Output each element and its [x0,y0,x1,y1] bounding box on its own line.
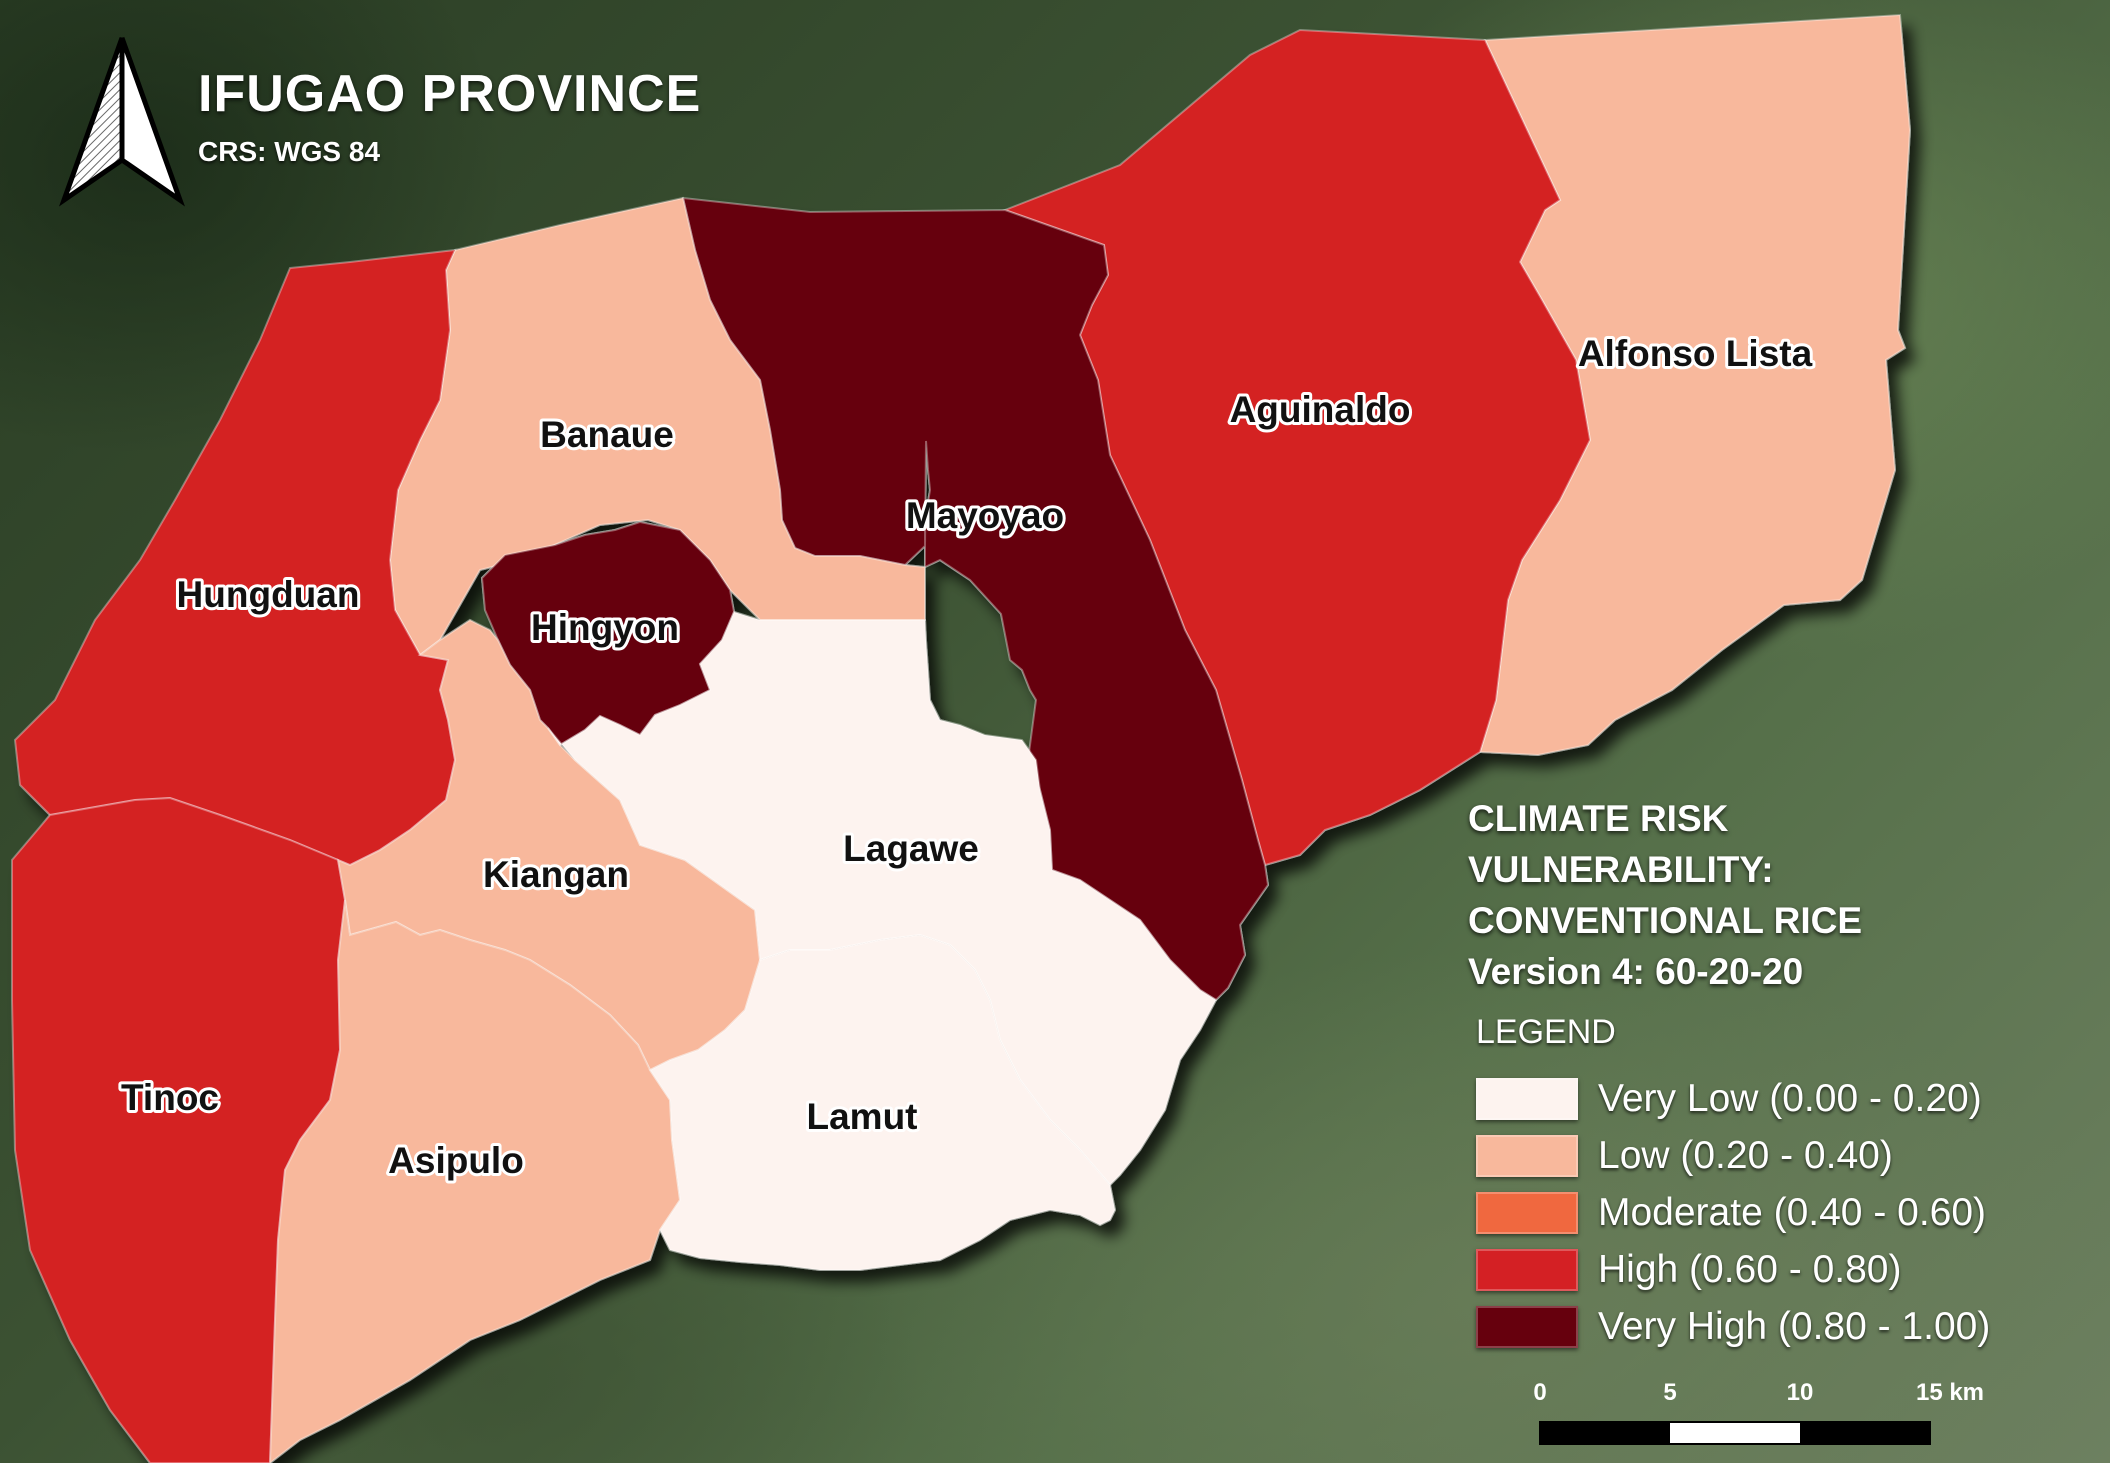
legend-item-very-high: Very High (0.80 - 1.00) [1476,1298,1990,1355]
label-lagawe: Lagawe [843,828,979,869]
thematic-title-line-1: CLIMATE RISK [1468,798,1729,839]
legend-swatch [1476,1248,1578,1291]
legend: Very Low (0.00 - 0.20) Low (0.20 - 0.40)… [1476,1070,1990,1355]
legend-label: Very High (0.80 - 1.00) [1598,1304,1991,1348]
map-title: IFUGAO PROVINCE [198,65,702,123]
scale-tick-label: 0 [1533,1379,1546,1406]
legend-swatch [1476,1191,1578,1234]
legend-label: High (0.60 - 0.80) [1598,1247,1902,1291]
scale-segment [1540,1422,1670,1444]
legend-item-high: High (0.60 - 0.80) [1476,1241,1990,1298]
scale-tick-label: 15 km [1916,1379,1984,1406]
municipality-lamut[interactable] [648,933,1117,1271]
scale-tick-label: 5 [1663,1379,1676,1406]
municipality-hungduan[interactable] [13,248,457,867]
label-kiangan: Kiangan [483,854,629,895]
label-aguinaldo: Aguinaldo [1230,389,1411,430]
legend-swatch [1476,1134,1578,1177]
label-alfonso-lista: Alfonso Lista [1578,333,1813,374]
legend-swatch [1476,1077,1578,1120]
legend-item-moderate: Moderate (0.40 - 0.60) [1476,1184,1990,1241]
north-arrow-icon [59,37,185,207]
municipality-asipulo[interactable] [268,899,682,1463]
legend-item-very-low: Very Low (0.00 - 0.20) [1476,1070,1990,1127]
label-hungduan: Hungduan [177,574,360,615]
legend-swatch [1476,1305,1578,1348]
scale-tick-label: 10 [1787,1379,1814,1406]
scale-segment [1800,1422,1930,1444]
crs-label: CRS: WGS 84 [198,136,381,167]
thematic-title-line-2: VULNERABILITY: [1468,849,1774,890]
label-banaue: Banaue [540,414,674,455]
legend-heading: LEGEND [1476,1013,1616,1051]
thematic-title: CLIMATE RISK VULNERABILITY: CONVENTIONAL… [1468,793,2068,997]
label-lamut: Lamut [807,1096,918,1137]
legend-label: Moderate (0.40 - 0.60) [1598,1190,1987,1234]
municipality-labels: Hungduan Banaue Mayoyao Aguinaldo Alfons… [118,330,1816,1184]
label-asipulo: Asipulo [388,1140,524,1181]
label-mayoyao: Mayoyao [906,495,1064,536]
legend-label: Low (0.20 - 0.40) [1598,1133,1893,1177]
legend-item-low: Low (0.20 - 0.40) [1476,1127,1990,1184]
scale-bar: 0 5 10 15 km [1533,1379,1984,1445]
label-tinoc: Tinoc [121,1077,219,1118]
thematic-title-line-3: CONVENTIONAL RICE [1468,900,1863,941]
legend-label: Very Low (0.00 - 0.20) [1598,1076,1982,1120]
thematic-title-line-4: Version 4: 60-20-20 [1468,951,1804,992]
label-hingyon: Hingyon [531,607,679,648]
scale-segment [1670,1422,1800,1444]
